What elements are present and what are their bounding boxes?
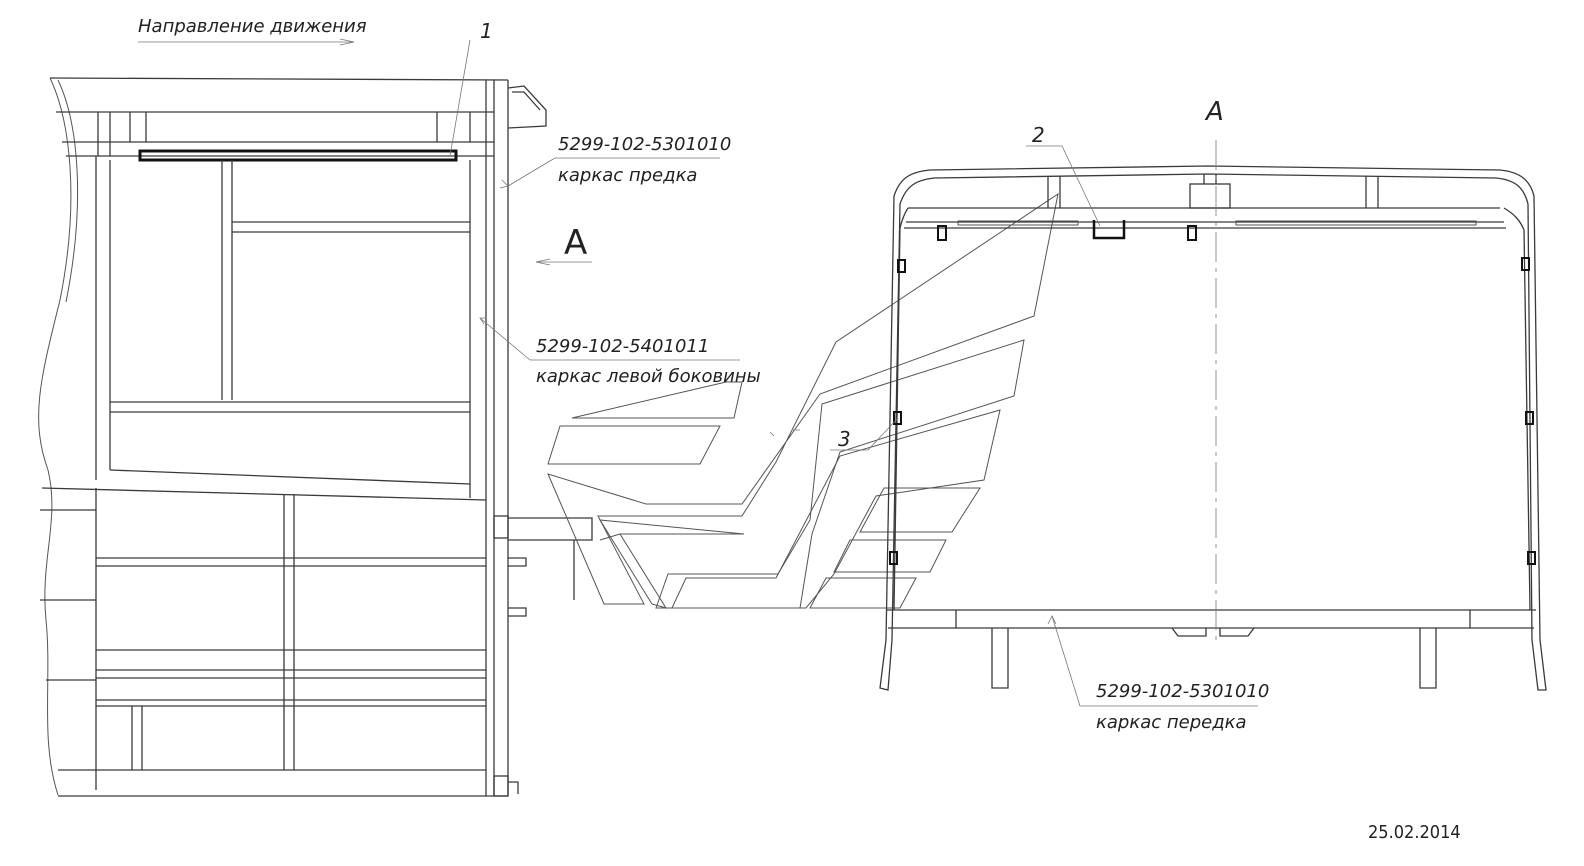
front-view-frame [879,140,1547,691]
right-leaders [830,145,1258,707]
part-front-bottom-name: каркас передка [1096,712,1247,733]
callout-2: 2 [1032,123,1045,147]
left-leaders [138,38,740,361]
direction-label: Направление движения [138,16,367,37]
part-left-side-number: 5299-102-5401011 [536,336,709,357]
callout-1: 1 [480,19,493,43]
left-side-frame [38,77,593,797]
part-left-side-name: каркас левой боковины [536,366,761,387]
callout-3: 3 [838,427,851,451]
drawing-date: 25.02.2014 [1368,822,1461,843]
part-front-bottom-number: 5299-102-5301010 [1096,681,1269,702]
view-title: А [1204,97,1224,127]
view-marker: А [564,223,587,263]
part-front-top-name: каркас предка [558,165,697,186]
exploded-panels [547,192,1059,609]
part-front-top-number: 5299-102-5301010 [558,134,731,155]
